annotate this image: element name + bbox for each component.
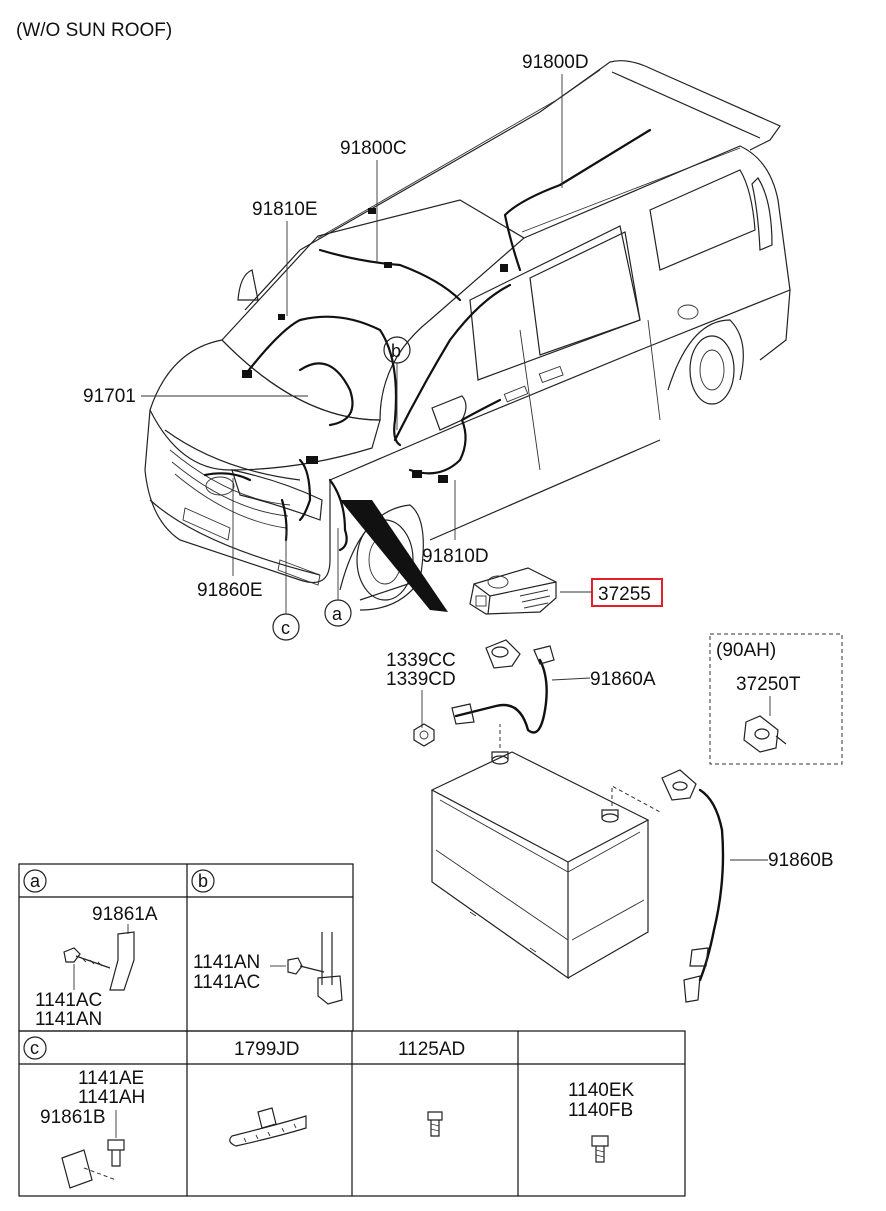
callout-a: a	[324, 528, 352, 627]
cell-c-part-1141AE: 1141AE	[78, 1068, 144, 1089]
negative-cable-91860B	[661, 769, 725, 1003]
label-91860A: 91860A	[590, 669, 656, 690]
cell-a-part-1141AC: 1141AC	[35, 990, 102, 1011]
label-1339CD: 1339CD	[386, 669, 456, 690]
detail-cell-b: b 1141AN 1141AC	[191, 869, 343, 1005]
option-capacity: (90AH)	[716, 640, 776, 661]
label-37255: 37255	[598, 584, 651, 605]
label-91800C: 91800C	[340, 138, 407, 159]
cell-1799JD-header: 1799JD	[234, 1039, 300, 1060]
detail-cell-1799JD: 1799JD	[229, 1039, 307, 1147]
label-91860E: 91860E	[197, 580, 263, 601]
cell-c-part-1141AH: 1141AH	[78, 1087, 145, 1108]
detail-cell-a: a 91861A 1141AC 1141AN	[23, 869, 158, 1030]
battery	[430, 724, 661, 980]
detail-cell-1140: 1140EK 1140FB	[568, 1080, 635, 1163]
option-part-37250T: 37250T	[736, 674, 801, 695]
cell-1125AD-header: 1125AD	[398, 1039, 465, 1060]
routing-arrow	[340, 500, 448, 612]
cell-b-part-1141AC: 1141AC	[193, 972, 260, 993]
detail-cell-c: c 1141AE 1141AH 91861B	[23, 1036, 145, 1189]
svg-text:b: b	[198, 871, 208, 891]
cell-a-part-1141AN: 1141AN	[35, 1009, 102, 1030]
label-91810D: 91810D	[422, 546, 489, 567]
option-box-90AH: (90AH) 37250T	[709, 633, 843, 765]
svg-text:b: b	[391, 341, 401, 361]
svg-text:a: a	[30, 871, 41, 891]
label-91800D: 91800D	[522, 52, 589, 73]
svg-text:c: c	[30, 1038, 39, 1058]
callout-b: b	[383, 336, 411, 430]
label-1339CC: 1339CC	[386, 650, 456, 671]
label-91860B: 91860B	[768, 850, 834, 871]
label-91701: 91701	[83, 386, 136, 407]
positive-cable-91860A	[451, 639, 555, 734]
cell-1140-part-1140EK: 1140EK	[568, 1080, 635, 1101]
cell-a-part-91861A: 91861A	[92, 904, 158, 925]
nut-1339CC	[413, 723, 435, 747]
highlight-box-37255	[591, 578, 663, 607]
label-91810E: 91810E	[252, 199, 318, 220]
cell-b-part-1141AN: 1141AN	[193, 952, 260, 973]
callout-c: c	[272, 530, 300, 641]
van-illustration	[144, 60, 791, 611]
cell-c-part-91861B: 91861B	[40, 1107, 106, 1128]
detail-cell-1125AD: 1125AD	[398, 1039, 465, 1137]
svg-text:c: c	[281, 618, 290, 638]
part-labels: 91800D 91800C 91810E 91701 91810D 91860E…	[83, 52, 834, 871]
header-note: (W/O SUN ROOF)	[16, 20, 172, 41]
cell-1140-part-1140FB: 1140FB	[568, 1100, 633, 1121]
detail-table	[18, 863, 686, 1197]
svg-text:a: a	[332, 604, 343, 624]
battery-terminal-box-37255	[469, 567, 557, 615]
